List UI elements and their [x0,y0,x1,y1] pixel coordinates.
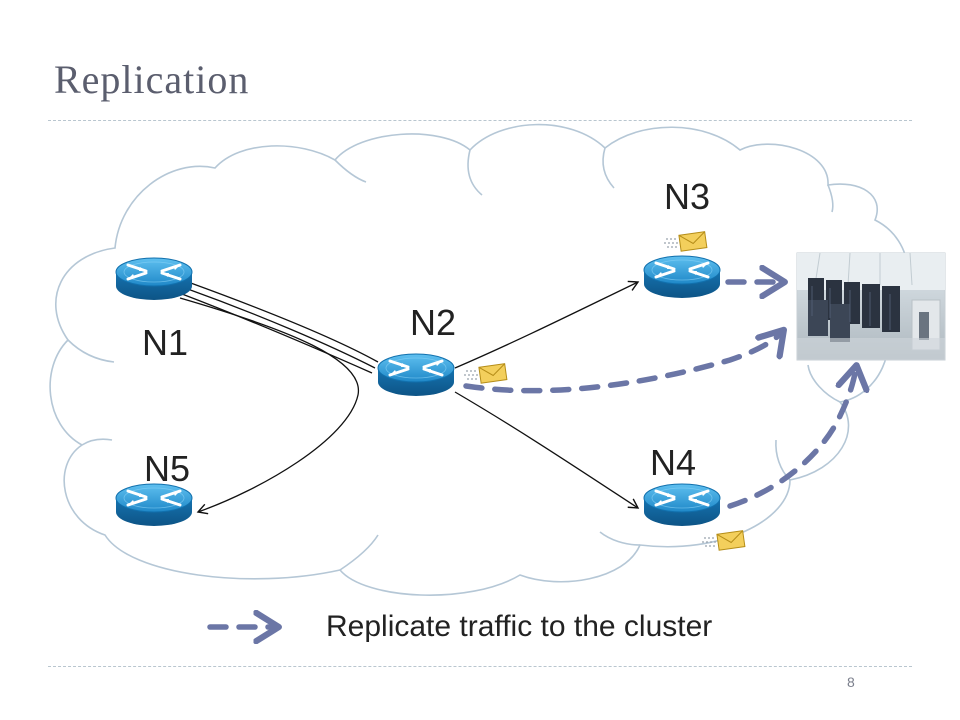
router-n5[interactable] [114,482,194,528]
router-n2[interactable] [376,352,456,398]
title-divider [48,120,912,121]
router-icon [642,254,722,300]
link-n2-n3 [454,280,640,369]
router-icon [376,352,456,398]
router-n4[interactable] [642,482,722,528]
node-label-n3: N3 [664,176,711,217]
router-icon [114,256,194,302]
footer-divider [48,666,912,667]
link-n1-n2 [184,287,376,369]
router-n1[interactable] [114,256,194,302]
router-icon [642,482,722,528]
node-label-n5: N5 [144,448,191,489]
node-label-n4: N4 [650,442,697,483]
link-n1-n2-b [187,281,379,363]
server-cluster-icon [796,252,946,361]
router-icon [114,482,194,528]
network-links [179,280,640,515]
legend-label: Replicate traffic to the cluster [326,610,713,643]
link-n1-n2-alt [181,293,373,374]
slide-title: Replication [54,57,250,102]
page-number: 8 [847,674,855,690]
replication-arrows [463,282,856,509]
replication-arrow-n4 [727,368,856,509]
router-n3[interactable] [642,254,722,300]
replication-arrow-n2 [463,332,782,394]
node-label-n1: N1 [142,322,189,363]
link-n2-n4 [454,391,640,509]
link-n1-n5 [179,297,360,515]
cloud-contour-lines [67,147,841,571]
node-label-n2: N2 [410,302,457,343]
